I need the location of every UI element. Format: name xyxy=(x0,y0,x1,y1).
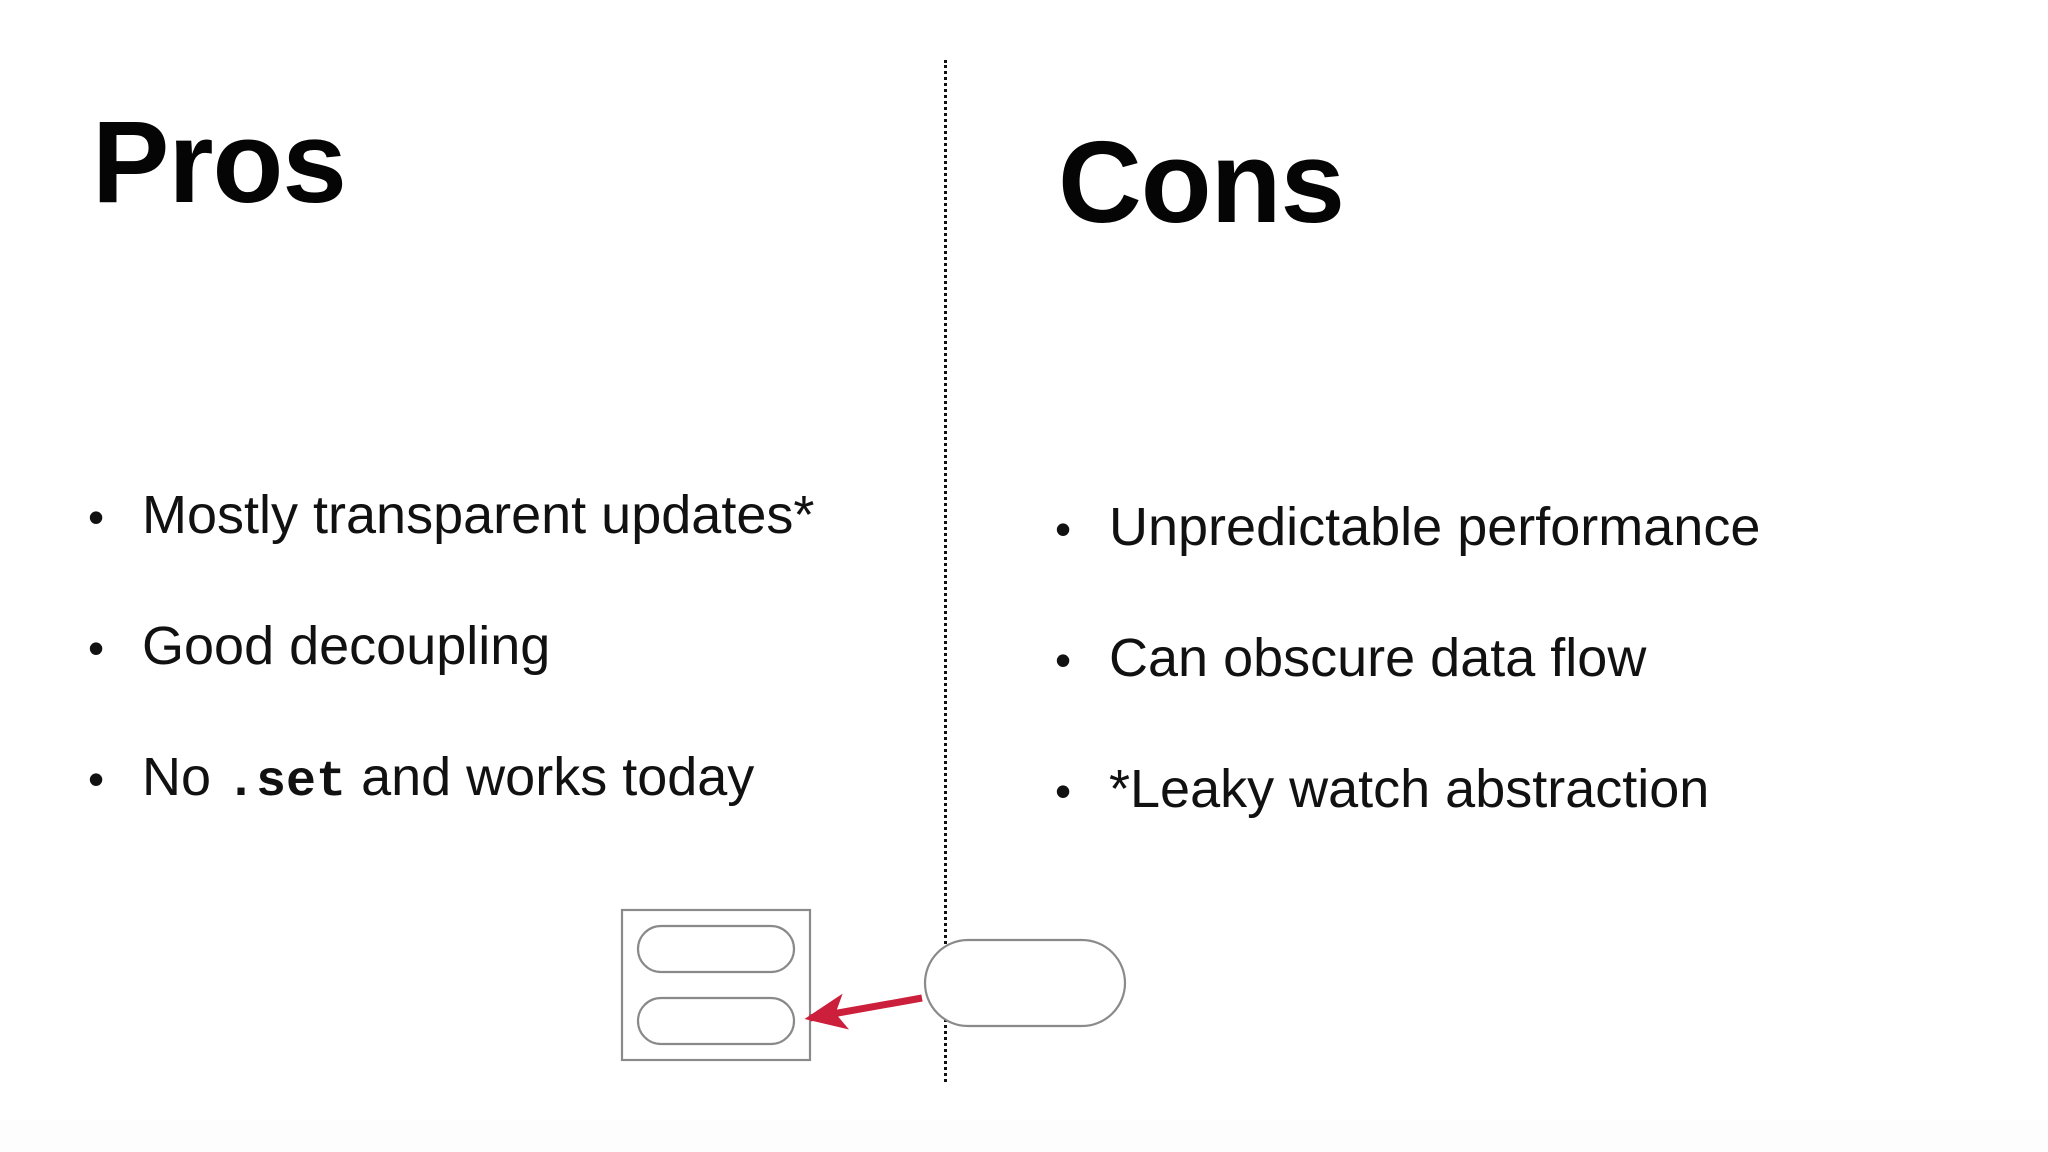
node-right-shape xyxy=(923,938,1127,1028)
bullet-dot-icon: • xyxy=(88,491,105,543)
cons-bullet-list: • Unpredictable performance • Can obscur… xyxy=(1055,500,1915,893)
list-item: • *Leaky watch abstraction xyxy=(1055,762,1915,893)
pros-bullet-list: • Mostly transparent updates* • Good dec… xyxy=(88,488,948,881)
list-item-label: No .set and works today xyxy=(142,750,948,808)
pros-heading: Pros xyxy=(92,97,347,227)
list-item: • Mostly transparent updates* xyxy=(88,488,948,619)
bullet-dot-icon: • xyxy=(88,622,105,674)
list-item-label: Unpredictable performance xyxy=(1109,497,1761,557)
node-bottom-shape xyxy=(636,996,796,1046)
list-item-label: Can obscure data flow xyxy=(1109,628,1647,688)
bullet-dot-icon: • xyxy=(1055,765,1072,817)
cons-heading: Cons xyxy=(1058,117,1345,247)
inline-code: .set xyxy=(226,754,347,811)
bullet-dot-icon: • xyxy=(1055,634,1072,686)
arrow-shape xyxy=(804,993,923,1030)
list-item-label-prefix: No xyxy=(142,747,227,807)
node-top-shape xyxy=(636,924,796,974)
watch-abstraction-diagram xyxy=(600,880,1320,1090)
list-item-label: Good decoupling xyxy=(142,616,551,676)
bullet-dot-icon: • xyxy=(1055,503,1072,555)
column-divider xyxy=(944,60,947,1082)
list-item: • Good decoupling xyxy=(88,619,948,750)
list-item: • Can obscure data flow xyxy=(1055,631,1915,762)
bottom-band xyxy=(0,1120,2048,1152)
list-item: • No .set and works today xyxy=(88,750,948,881)
list-item-label: Mostly transparent updates* xyxy=(142,485,815,545)
list-item-label-suffix: and works today xyxy=(346,747,755,807)
list-item: • Unpredictable performance xyxy=(1055,500,1915,631)
list-item-label: *Leaky watch abstraction xyxy=(1109,759,1710,819)
bullet-dot-icon: • xyxy=(88,753,105,805)
